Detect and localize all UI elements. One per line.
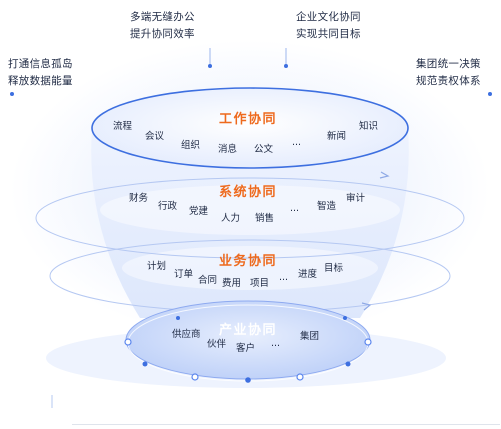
tier-item: 客户 [236,343,256,354]
tier-item: 费用 [222,278,242,289]
tier-band-business [122,246,378,290]
tier-item: 知识 [359,121,379,132]
tier-title-industry: 产业协同 [219,323,278,338]
tier-item: 新闻 [327,131,347,142]
top-disc [92,88,408,168]
tier-item: 计划 [147,261,167,272]
orbit-arrow-upper [379,171,390,179]
funnel-body [91,128,409,318]
base-node [191,373,199,381]
tier-item: ... [290,203,300,214]
base-node [142,361,148,367]
tier-item: 流程 [113,121,133,132]
tier-item: 合同 [198,275,218,286]
tier-item: 会议 [145,131,165,142]
tier-item: ... [271,338,281,349]
base-node [245,377,251,383]
tier-item: 组织 [181,140,201,151]
tier-band-system [100,185,400,235]
tier-item: ... [279,272,289,283]
tier-item: 伙伴 [207,339,227,350]
tier-item: 财务 [129,193,149,204]
tier-item: 供应商 [172,329,201,340]
caption-top-left: 多端无缝办公 提升协同效率 [130,11,195,40]
caption-left: 打通信息孤岛 释放数据能量 [8,58,73,87]
caption-top-right: 企业文化协同 实现共同目标 [296,11,361,40]
tier-title-work: 工作协同 [219,112,278,127]
tier-title-system: 系统协同 [219,185,278,200]
tier-item: 目标 [324,263,344,274]
tier-item: 智造 [317,201,337,212]
tier-item: 行政 [158,201,178,212]
tier-item: 消息 [218,144,238,155]
tier-item: 集团 [300,331,320,342]
tier-item: 进度 [298,269,318,280]
tier-item: 人力 [221,213,241,224]
base-platform [126,301,370,379]
base-node [364,338,372,346]
bottom-divider [72,424,500,425]
tier-item: 党建 [189,206,209,217]
orbit-ring-upper [35,177,465,259]
tier-item: 项目 [250,278,270,289]
orbit-arrow-lower [361,302,372,311]
base-node [296,373,304,381]
tier-item: ... [292,137,302,148]
tier-title-business: 业务协同 [219,254,278,269]
base-node [345,361,351,367]
base-node [124,338,132,346]
tier-item: 审计 [346,193,366,204]
base-node [343,316,347,320]
tier-item: 订单 [174,269,194,280]
caption-right: 集团统一决策 规范责权体系 [416,58,481,87]
tier-item: 公文 [254,144,274,155]
top-disc-rim [91,87,409,169]
tier-item: 销售 [255,213,275,224]
base-node [176,316,180,320]
